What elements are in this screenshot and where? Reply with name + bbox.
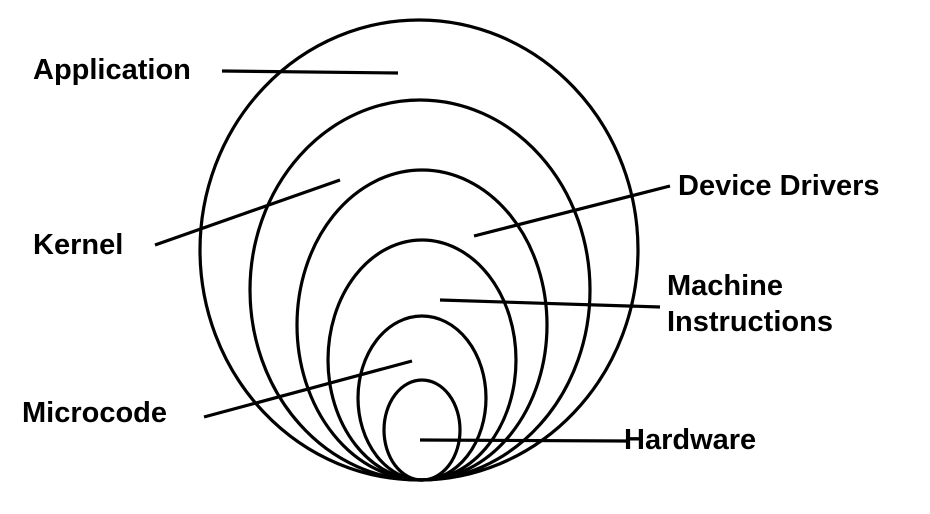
label-application: Application: [33, 54, 191, 86]
leader-application: [221, 69, 399, 75]
ring-hardware: [382, 378, 462, 482]
label-machine-line1: Machine: [667, 270, 784, 302]
label-hardware: Hardware: [624, 424, 757, 456]
ring-machine-instructions: [326, 238, 518, 482]
leader-hardware: [419, 438, 627, 443]
ring-microcode: [356, 314, 488, 482]
label-device-drivers: Device Drivers: [678, 170, 880, 202]
label-machine-line2: Instructions: [667, 306, 833, 339]
leader-kernel: [154, 178, 341, 247]
leader-microcode: [203, 359, 413, 419]
ring-kernel: [295, 168, 549, 482]
label-microcode: Microcode: [22, 397, 168, 429]
label-machine-instructions: Machine Instructions: [667, 268, 833, 341]
label-kernel: Kernel: [33, 229, 124, 261]
leader-machine-instructions: [439, 298, 661, 309]
leader-device-drivers: [473, 184, 671, 238]
ring-application: [198, 18, 640, 482]
